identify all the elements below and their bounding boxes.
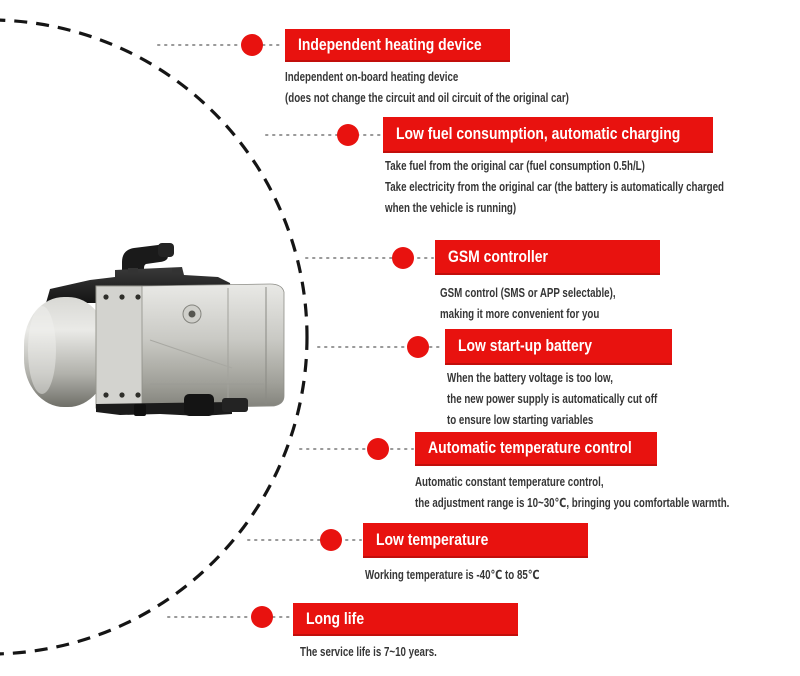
feature-banner-independent-heating: Independent heating device	[285, 29, 510, 62]
description-line: Working temperature is -40℃ to 85℃	[365, 568, 540, 582]
description-line: the new power supply is automatically cu…	[447, 392, 658, 406]
feature-dot-icon	[367, 438, 389, 460]
description-line: (does not change the circuit and oil cir…	[285, 91, 569, 105]
feature-banner-low-fuel: Low fuel consumption, automatic charging	[383, 117, 713, 153]
heater-main-body	[141, 283, 285, 409]
description-line: Take fuel from the original car (fuel co…	[385, 159, 645, 173]
description-line: The service life is 7~10 years.	[300, 645, 437, 659]
feature-dot-icon	[241, 34, 263, 56]
description-line: Independent on-board heating device	[285, 70, 459, 84]
bottom-connector	[222, 398, 248, 412]
dashed-circle-decoration	[0, 18, 309, 656]
heater-cylinder	[24, 297, 108, 407]
feature-title: Automatic temperature control	[428, 438, 632, 457]
feature-dot-icon	[337, 124, 359, 146]
description-line: to ensure low starting variables	[447, 413, 594, 427]
feature-description: Take fuel from the original car (fuel co…	[385, 156, 724, 219]
feature-banner-gsm-controller: GSM controller	[435, 240, 660, 275]
feature-title: Independent heating device	[298, 34, 482, 54]
feature-title: Low temperature	[376, 529, 489, 549]
body-rib	[149, 339, 233, 369]
bottom-nub	[134, 404, 146, 416]
heater-top-housing	[46, 267, 233, 303]
bottom-canister	[184, 394, 214, 416]
feature-title: GSM controller	[448, 246, 548, 266]
bracket-bolts	[103, 294, 141, 398]
feature-description: The service life is 7~10 years.	[300, 642, 437, 663]
feature-dot-icon	[320, 529, 342, 551]
description-line: GSM control (SMS or APP selectable),	[440, 286, 616, 300]
description-line: making it more convenient for you	[440, 307, 600, 321]
description-line: the adjustment range is 10~30℃, bringing…	[415, 496, 730, 510]
screw-head	[188, 310, 196, 318]
feature-banner-low-startup-battery: Low start-up battery	[445, 329, 672, 365]
feature-banner-long-life: Long life	[293, 603, 518, 636]
description-line: Automatic constant temperature control,	[415, 475, 604, 489]
feature-description: Automatic constant temperature control, …	[415, 472, 729, 514]
feature-description: Working temperature is -40℃ to 85℃	[365, 565, 540, 586]
housing-clip	[128, 268, 138, 274]
mounting-bracket	[95, 285, 149, 409]
feature-dot-icon	[392, 247, 414, 269]
description-line: When the battery voltage is too low,	[447, 371, 613, 385]
cylinder-highlight	[28, 306, 56, 394]
feature-title: Long life	[306, 608, 365, 628]
description-line: Take electricity from the original car (…	[385, 180, 725, 194]
feature-banner-auto-temperature: Automatic temperature control	[415, 432, 657, 466]
feature-dot-icon	[251, 606, 273, 628]
feature-title: Low fuel consumption, automatic charging	[396, 124, 681, 143]
feature-description: When the battery voltage is too low, the…	[447, 368, 657, 431]
feature-description: GSM control (SMS or APP selectable), mak…	[440, 283, 616, 325]
feature-dot-icon	[407, 336, 429, 358]
feature-banner-low-temperature: Low temperature	[363, 523, 588, 558]
heater-intake-pipe	[122, 244, 168, 284]
feature-title: Low start-up battery	[458, 336, 592, 355]
screw-boss	[182, 304, 202, 324]
parking-heater-photo	[24, 243, 285, 416]
heater-underside	[96, 402, 232, 416]
housing-clip	[172, 268, 182, 274]
pipe-connector	[158, 243, 174, 257]
description-line: when the vehicle is running)	[385, 201, 517, 215]
feature-description: Independent on-board heating device (doe…	[285, 67, 569, 109]
